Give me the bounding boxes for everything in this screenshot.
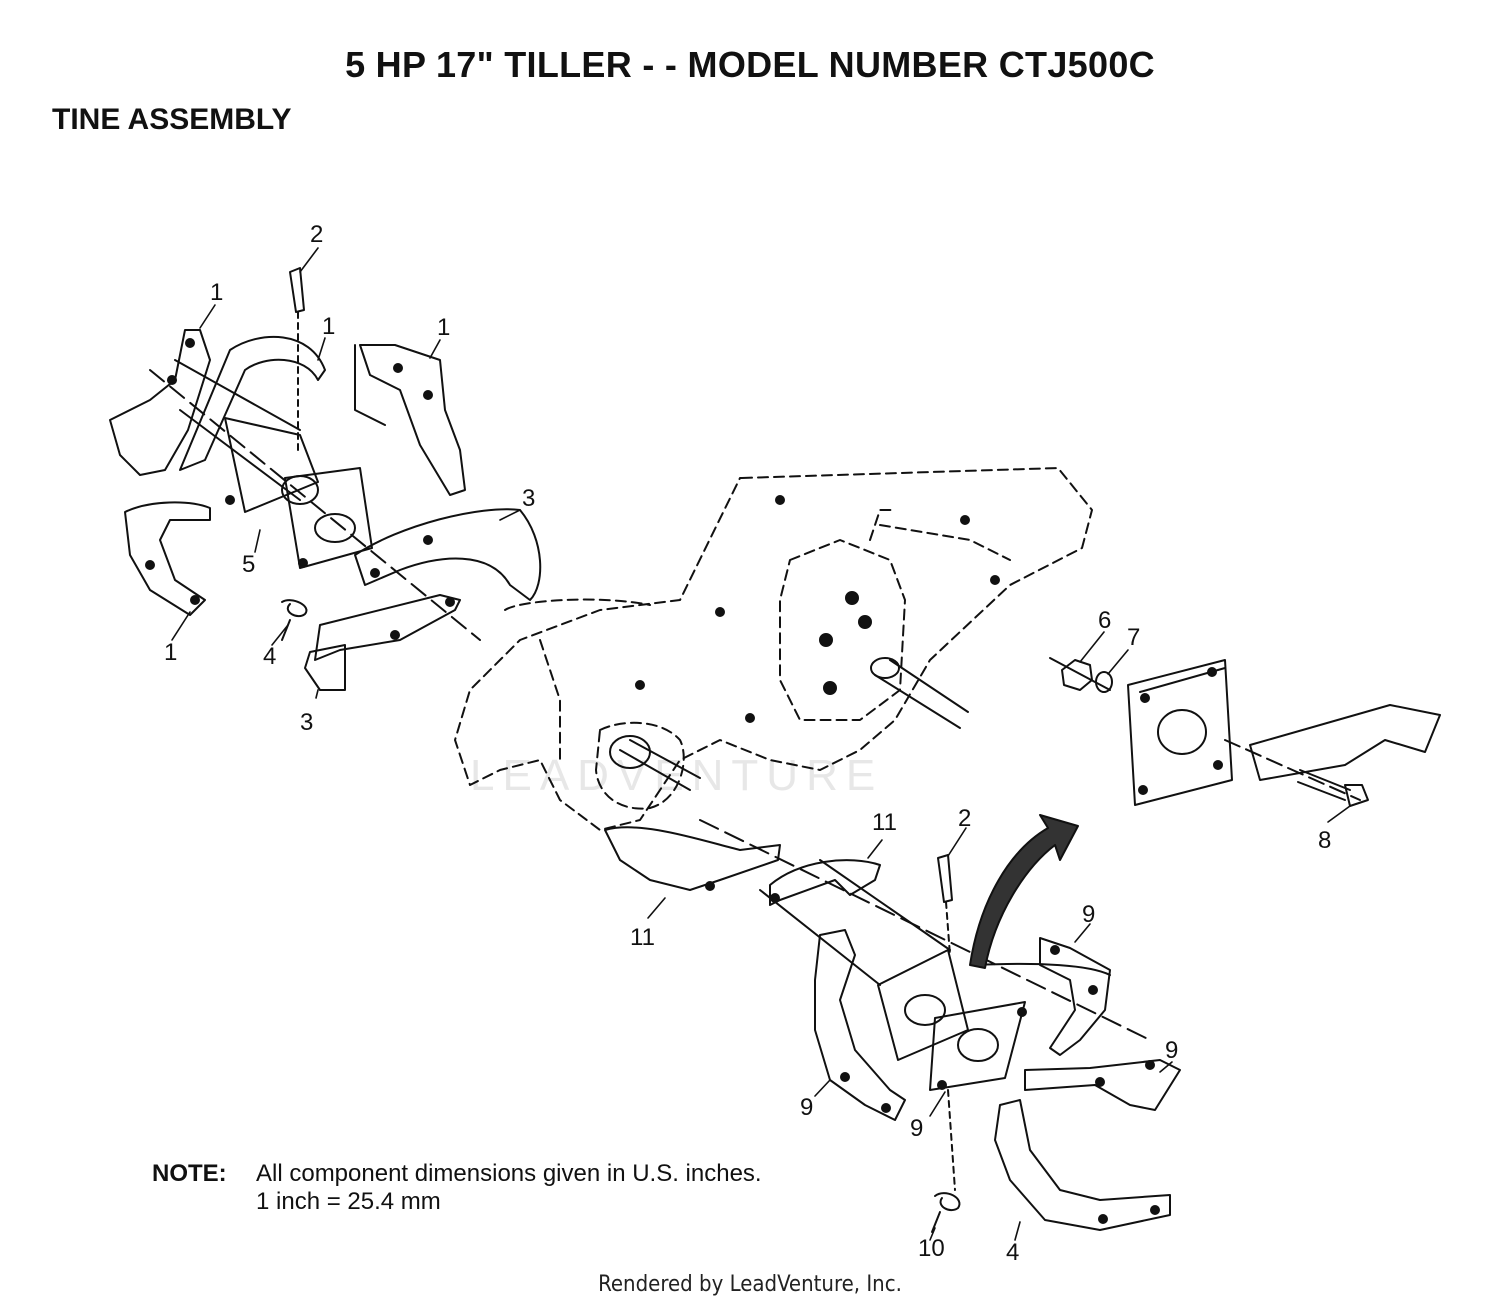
callout-10: 9 bbox=[910, 1115, 923, 1142]
callout-7: 7 bbox=[1127, 624, 1140, 651]
lower-tine-bolt-holes bbox=[705, 881, 1160, 1224]
callout-1: 1 bbox=[322, 313, 335, 340]
callout-9: 9 bbox=[800, 1094, 813, 1121]
callout-2: 2 bbox=[310, 221, 323, 248]
clevis-pin-lower bbox=[937, 854, 956, 1191]
callout-4: 4 bbox=[263, 643, 276, 670]
callout-8: 8 bbox=[1318, 827, 1331, 854]
left-tines bbox=[109, 329, 542, 691]
mounting-plate-holes bbox=[1138, 667, 1223, 795]
callout-11: 11 bbox=[872, 809, 897, 836]
rotation-arrow bbox=[969, 814, 1079, 969]
callout-labels: 1 1 1 1 2 3 3 4 5 6 7 8 11 11 2 9 9 9 9 … bbox=[164, 221, 1331, 1266]
clevis-pin-left bbox=[289, 267, 305, 456]
callout-3: 3 bbox=[522, 485, 535, 512]
callout-1: 1 bbox=[164, 639, 177, 666]
callout-4: 10 bbox=[918, 1235, 945, 1262]
drive-shaft bbox=[609, 657, 969, 791]
lower-tines bbox=[604, 826, 1181, 1231]
right-tine-end bbox=[1224, 704, 1441, 801]
callout-9: 9 bbox=[1082, 901, 1095, 928]
watermark-text: LEADVENTURE bbox=[470, 751, 883, 800]
transmission-bolt-holes bbox=[635, 495, 1000, 723]
callout-1: 1 bbox=[210, 279, 223, 306]
note-line-2: 1 inch = 25.4 mm bbox=[256, 1188, 441, 1215]
note-line-1: All component dimensions given in U.S. i… bbox=[256, 1160, 762, 1187]
page-title: 5 HP 17" TILLER - - MODEL NUMBER CTJ500C bbox=[345, 44, 1155, 85]
left-tine-bolt-holes bbox=[145, 338, 455, 640]
leader-lines bbox=[171, 247, 1351, 1241]
note-label: NOTE: bbox=[152, 1160, 227, 1187]
left-tine-hub bbox=[149, 359, 481, 641]
callout-5: 5 bbox=[242, 551, 255, 578]
callout-9: 9 bbox=[1165, 1037, 1178, 1064]
footer-credit: Rendered by LeadVenture, Inc. bbox=[598, 1272, 902, 1297]
lock-washer bbox=[1095, 671, 1113, 693]
hairpin-clip-lower bbox=[931, 1192, 961, 1233]
carriage-bolt bbox=[1297, 769, 1369, 807]
mounting-plate-right bbox=[1127, 659, 1233, 806]
callout-9: 4 bbox=[1006, 1239, 1019, 1266]
callout-3: 3 bbox=[300, 709, 313, 736]
section-title: TINE ASSEMBLY bbox=[52, 103, 292, 136]
dimensions-note: NOTE: All component dimensions given in U… bbox=[152, 1160, 762, 1216]
hex-nut bbox=[1049, 657, 1111, 691]
hairpin-clip-left bbox=[281, 599, 308, 641]
callout-1: 1 bbox=[437, 314, 450, 341]
callout-11: 11 bbox=[630, 924, 655, 951]
callout-6: 6 bbox=[1098, 607, 1111, 634]
lower-tine-hub bbox=[699, 819, 1151, 1091]
callout-2: 2 bbox=[958, 805, 971, 832]
